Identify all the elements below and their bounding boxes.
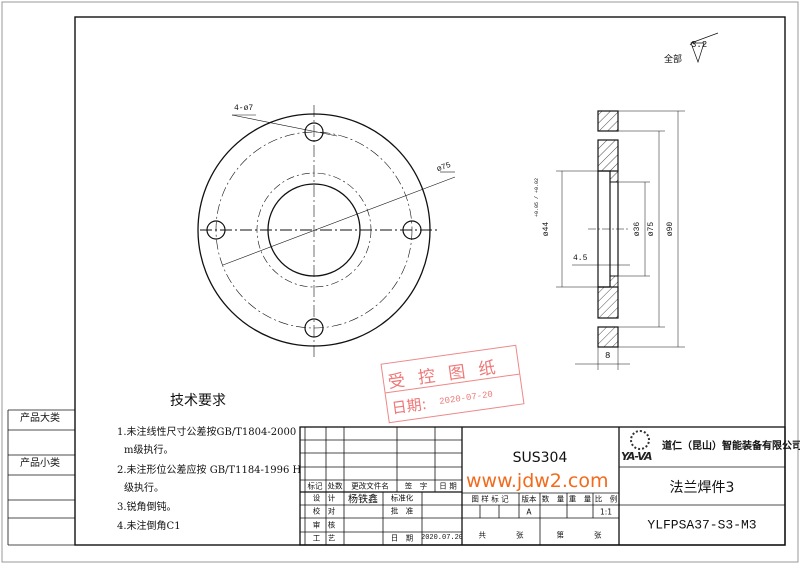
- row-label: 设 计: [312, 493, 336, 503]
- company-name: 道仁（昆山）智能装备有限公司: [662, 441, 800, 452]
- row-label: 批 准: [390, 506, 414, 516]
- front-view: [197, 105, 456, 357]
- gear-logo-icon: [630, 430, 650, 450]
- rev-header: 标记: [307, 481, 323, 491]
- row-label: 校 对: [312, 506, 336, 516]
- row-label: 工 艺: [312, 533, 336, 543]
- bore-tolerance: +0.05 / +0.02: [534, 177, 541, 218]
- rev-header: 签 字: [404, 481, 428, 491]
- minor-category-label: 产品小类: [20, 458, 60, 469]
- requirement-line: 1.未注线性尺寸公差按GB/T1804-2000: [117, 427, 297, 438]
- requirement-line: 4.未注倒角C1: [117, 521, 181, 532]
- info-header: 重 量: [568, 494, 592, 504]
- surface-finish-label: 全部: [664, 55, 683, 65]
- stamp-date: 2020-07-20: [438, 389, 494, 407]
- inner-dimension: ø36: [633, 221, 643, 237]
- sheet-number: 第 张: [556, 530, 602, 540]
- rev-header: 处数: [327, 481, 343, 491]
- row-label: 日 期: [390, 533, 414, 543]
- company-logo: YA-VA: [621, 450, 653, 463]
- requirement-line: 2.未注形位公差应按 GB/T1184-1996 H: [117, 465, 302, 476]
- roughness-symbol: [689, 32, 719, 64]
- counterbore-depth: 4.5: [573, 254, 588, 263]
- pcd-side-dimension: ø75: [647, 221, 657, 237]
- version-value: A: [526, 507, 532, 517]
- side-view: [556, 32, 719, 370]
- sheet-total: 共 张: [478, 530, 524, 540]
- left-column: [7, 409, 75, 546]
- rev-header: 日 期: [439, 481, 457, 491]
- date-value: 2020.07.20: [420, 534, 464, 542]
- row-label: 审 核: [312, 520, 336, 530]
- watermark: www.jdw2.com: [466, 470, 609, 492]
- info-header: 数 量: [541, 494, 565, 504]
- tech-requirements-title: 技术要求: [170, 393, 226, 409]
- scale-value: 1:1: [599, 507, 613, 517]
- stamp-date-label: 日期:: [390, 394, 428, 418]
- row-label: 标准化: [390, 493, 414, 503]
- drawing-number: YLFPSA37-S3-M3: [647, 517, 757, 533]
- requirement-line: m级执行。: [124, 445, 174, 456]
- designer-name: 杨铁鑫: [348, 494, 378, 506]
- title-block-lines: [299, 426, 786, 546]
- bore-dimension: ø44: [542, 221, 552, 237]
- requirement-line: 级执行。: [124, 483, 164, 494]
- info-header: 比 例: [594, 494, 618, 504]
- requirement-line: 3.锐角倒钝。: [117, 502, 177, 513]
- material: SUS304: [512, 450, 568, 466]
- hole-callout: 4-ø7: [234, 104, 254, 113]
- outer-dimension: ø90: [666, 221, 676, 237]
- major-category-label: 产品大类: [20, 413, 60, 424]
- roughness-value: 3.2: [691, 40, 708, 50]
- thickness-dimension: 8: [605, 351, 611, 361]
- rev-header: 更改文件名: [351, 481, 389, 491]
- info-header: 版本: [521, 494, 537, 504]
- part-name: 法兰焊件3: [669, 480, 735, 496]
- info-header: 图 样 标 记: [471, 494, 509, 504]
